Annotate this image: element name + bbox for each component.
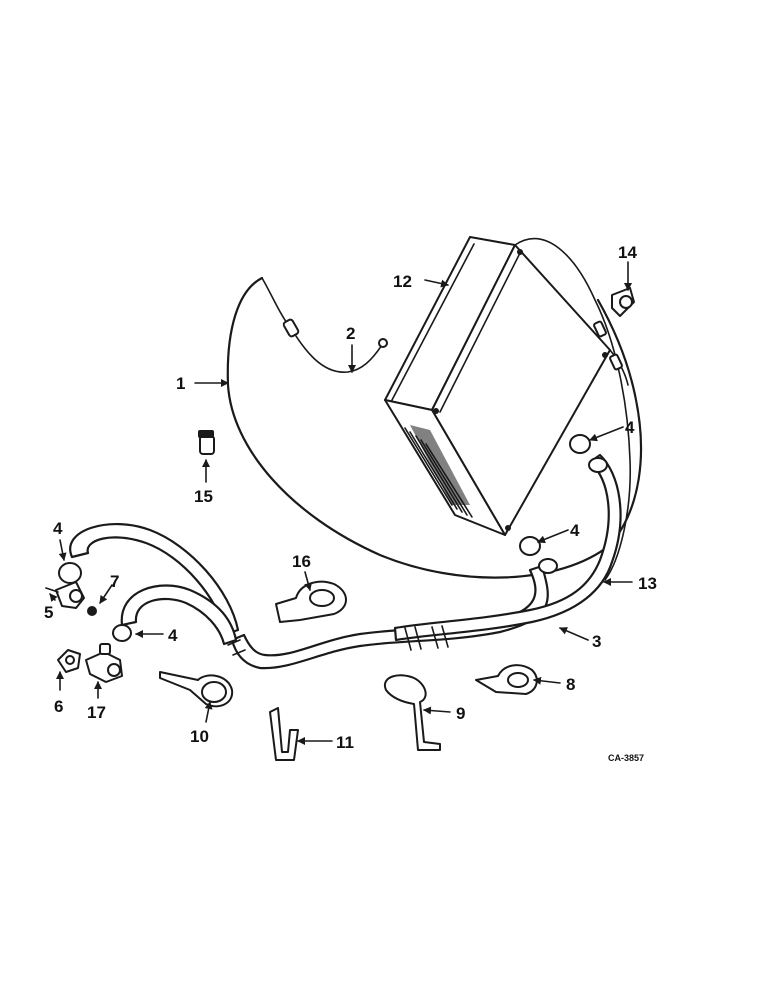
strap-clamp	[159, 671, 234, 708]
wire-lead	[261, 277, 388, 373]
elbow-fitting	[45, 581, 85, 609]
label-part-14: 14	[618, 243, 637, 262]
label-part-16: 16	[292, 552, 311, 571]
label-part-5: 5	[44, 603, 53, 622]
connector-15	[198, 430, 215, 455]
hose-clamp-left	[58, 562, 132, 642]
bracket-16	[275, 580, 347, 623]
drawing-code: CA-3857	[608, 753, 644, 763]
hook-bracket	[269, 707, 299, 761]
label-part-11: 11	[336, 733, 354, 752]
heater-hose	[227, 453, 622, 670]
label-part-6: 6	[54, 697, 63, 716]
label-part-3: 3	[592, 632, 601, 651]
label-part-2: 2	[346, 324, 355, 343]
hose-loops	[69, 522, 240, 646]
label-part-15: 15	[194, 487, 213, 506]
bracket-9	[383, 674, 441, 751]
hose-clamp-right-lower	[519, 536, 558, 574]
heater-box	[384, 236, 611, 536]
label-part-8: 8	[566, 675, 575, 694]
bracket-8	[475, 664, 538, 695]
leader-arrows	[49, 261, 633, 745]
clip-14	[611, 287, 635, 317]
hose-clamp-right-upper	[569, 434, 608, 473]
tee-fitting	[85, 643, 123, 683]
elbow-6	[57, 649, 81, 673]
label-part-1: 1	[176, 374, 185, 393]
label-part-13: 13	[638, 574, 657, 593]
wire-harness	[514, 238, 632, 581]
label-part-17: 17	[87, 703, 106, 722]
plug-7	[87, 606, 97, 616]
label-part-9: 9	[456, 704, 465, 723]
label-part-10: 10	[190, 727, 209, 746]
label-part-7: 7	[110, 572, 119, 591]
label-part-4-right: 4	[570, 521, 580, 540]
label-part-12: 12	[393, 272, 412, 291]
label-part-4-middle: 4	[168, 626, 178, 645]
label-part-4-left: 4	[53, 519, 63, 538]
label-part-4-upper-right: 4	[625, 418, 635, 437]
